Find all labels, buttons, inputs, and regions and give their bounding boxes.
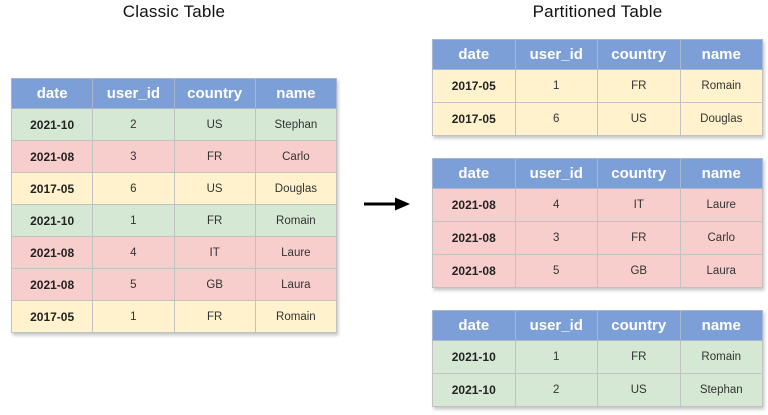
cell-name: Romain [254, 204, 338, 237]
cell-name: Laura [254, 268, 338, 301]
cell-date: 2021-10 [10, 108, 94, 141]
partition-table-2017-05: date user_id country name 2017-05 1 FR R… [432, 39, 763, 136]
column-header-user-id: user_id [514, 158, 598, 189]
cell-name: Douglas [679, 102, 763, 136]
classic-table: date user_id country name 2021-10 2 US S… [10, 78, 338, 333]
cell-user-id: 3 [514, 221, 598, 255]
cell-country: FR [597, 69, 681, 103]
cell-name: Romain [679, 69, 763, 103]
cell-country: FR [173, 204, 256, 237]
cell-date: 2021-08 [10, 236, 94, 269]
column-header-country: country [173, 78, 256, 109]
cell-user-id: 5 [92, 268, 175, 301]
table-row: 2021-08 4 IT Laure [432, 188, 763, 222]
cell-name: Carlo [254, 140, 338, 173]
column-header-user-id: user_id [514, 39, 598, 70]
cell-name: Stephan [679, 373, 763, 407]
table-header-row: date user_id country name [432, 158, 763, 189]
cell-country: GB [597, 254, 681, 288]
table-row: 2021-10 1 FR Romain [432, 340, 763, 374]
cell-date: 2021-08 [432, 188, 516, 222]
cell-country: IT [173, 236, 256, 269]
partitioned-table-title: Partitioned Table [532, 2, 663, 21]
cell-user-id: 4 [514, 188, 598, 222]
table-row: 2021-08 3 FR Carlo [10, 140, 338, 173]
cell-date: 2021-08 [10, 268, 94, 301]
table-row: 2021-08 5 GB Laura [10, 268, 338, 301]
cell-name: Romain [254, 300, 338, 333]
column-header-name: name [679, 39, 763, 70]
cell-date: 2017-05 [10, 300, 94, 333]
column-header-date: date [10, 78, 94, 109]
table-row: 2017-05 6 US Douglas [432, 102, 763, 136]
column-header-date: date [432, 158, 516, 189]
cell-date: 2021-10 [432, 340, 516, 374]
cell-country: IT [597, 188, 681, 222]
table-row: 2021-10 1 FR Romain [10, 204, 338, 237]
column-header-name: name [254, 78, 338, 109]
cell-user-id: 1 [92, 204, 175, 237]
cell-user-id: 1 [514, 69, 598, 103]
cell-name: Laure [679, 188, 763, 222]
partition-table-2021-10: date user_id country name 2021-10 1 FR R… [432, 310, 763, 407]
table-header-row: date user_id country name [10, 78, 338, 109]
cell-country: US [597, 102, 681, 136]
cell-country: GB [173, 268, 256, 301]
cell-name: Laura [679, 254, 763, 288]
cell-country: FR [597, 221, 681, 255]
table-row: 2021-08 4 IT Laure [10, 236, 338, 269]
cell-country: FR [173, 140, 256, 173]
cell-user-id: 2 [514, 373, 598, 407]
cell-date: 2021-08 [432, 221, 516, 255]
cell-country: FR [173, 300, 256, 333]
column-header-date: date [432, 310, 516, 341]
column-header-country: country [597, 310, 681, 341]
cell-country: FR [597, 340, 681, 374]
column-header-country: country [597, 39, 681, 70]
partition-table-2021-08: date user_id country name 2021-08 4 IT L… [432, 158, 763, 288]
right-arrow-icon [364, 197, 410, 211]
cell-name: Carlo [679, 221, 763, 255]
cell-country: US [597, 373, 681, 407]
cell-user-id: 2 [92, 108, 175, 141]
cell-name: Douglas [254, 172, 338, 205]
table-row: 2017-05 1 FR Romain [432, 69, 763, 103]
column-header-country: country [597, 158, 681, 189]
column-header-user-id: user_id [92, 78, 175, 109]
cell-date: 2021-08 [10, 140, 94, 173]
table-row: 2021-10 2 US Stephan [432, 373, 763, 407]
cell-user-id: 4 [92, 236, 175, 269]
cell-user-id: 3 [92, 140, 175, 173]
cell-country: US [173, 172, 256, 205]
classic-table-title: Classic Table [122, 2, 226, 21]
cell-date: 2021-10 [10, 204, 94, 237]
table-row: 2021-08 5 GB Laura [432, 254, 763, 288]
table-header-row: date user_id country name [432, 310, 763, 341]
table-header-row: date user_id country name [432, 39, 763, 70]
cell-date: 2021-10 [432, 373, 516, 407]
cell-user-id: 1 [92, 300, 175, 333]
cell-name: Stephan [254, 108, 338, 141]
cell-date: 2021-08 [432, 254, 516, 288]
cell-country: US [173, 108, 256, 141]
column-header-user-id: user_id [514, 310, 598, 341]
cell-date: 2017-05 [432, 69, 516, 103]
cell-user-id: 1 [514, 340, 598, 374]
cell-name: Laure [254, 236, 338, 269]
table-row: 2017-05 6 US Douglas [10, 172, 338, 205]
cell-user-id: 6 [514, 102, 598, 136]
table-row: 2021-08 3 FR Carlo [432, 221, 763, 255]
column-header-name: name [679, 310, 763, 341]
cell-date: 2017-05 [432, 102, 516, 136]
column-header-date: date [432, 39, 516, 70]
table-row: 2021-10 2 US Stephan [10, 108, 338, 141]
cell-date: 2017-05 [10, 172, 94, 205]
cell-user-id: 5 [514, 254, 598, 288]
table-row: 2017-05 1 FR Romain [10, 300, 338, 333]
cell-name: Romain [679, 340, 763, 374]
column-header-name: name [679, 158, 763, 189]
cell-user-id: 6 [92, 172, 175, 205]
